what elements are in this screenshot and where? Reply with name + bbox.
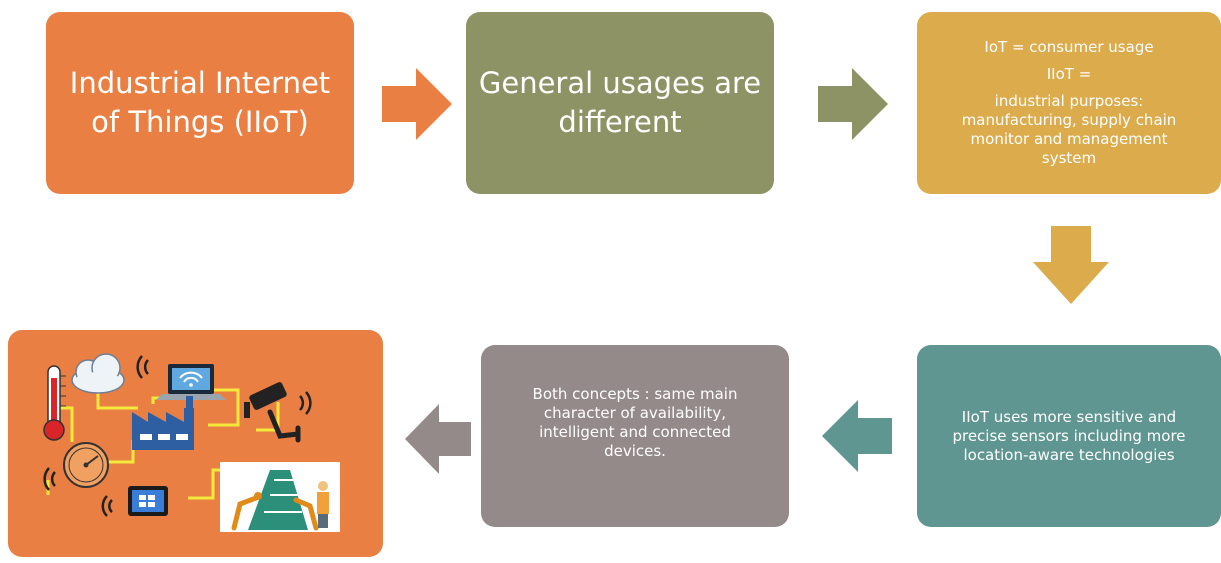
factory-icon xyxy=(132,396,194,450)
iiot-illustration xyxy=(43,353,340,532)
iiot-sensors-line-2: precise sensors including more xyxy=(952,426,1186,445)
arrow-left-2-icon xyxy=(405,404,471,474)
both-concepts-line-1: Both concepts : same main xyxy=(532,385,738,403)
iiot-title-box: Industrial Internet of Things (IIoT) xyxy=(46,12,354,194)
iiot-sensors-box: IIoT uses more sensitive and precise sen… xyxy=(917,345,1221,527)
iiot-title-line-2: of Things (IIoT) xyxy=(91,105,309,139)
both-concepts-line-3: intelligent and connected xyxy=(539,423,731,441)
arrow-right-1-icon xyxy=(382,68,452,140)
iiot-purpose-line-4: system xyxy=(1041,149,1097,167)
cloud-icon xyxy=(71,353,125,394)
iiot-purpose-line-2: manufacturing, supply chain xyxy=(961,111,1177,129)
robot-arm-icon xyxy=(267,409,301,443)
iiot-sensors-text: IIoT uses more sensitive and precise sen… xyxy=(930,408,1207,465)
tablet-icon xyxy=(128,486,168,516)
arrow-right-2-icon xyxy=(818,68,888,140)
iiot-sensors-line-1: IIoT uses more sensitive and xyxy=(961,407,1177,426)
iiot-sensors-line-3: location-aware technologies xyxy=(963,445,1175,464)
wifi-signal-icon xyxy=(43,355,312,517)
iiot-title-line-1: Industrial Internet xyxy=(69,66,331,100)
arrow-down-icon xyxy=(1033,226,1109,304)
iiot-purpose-line-1: industrial purposes: xyxy=(994,92,1144,110)
assembly-line-photo xyxy=(220,462,340,532)
both-concepts-line-4: devices. xyxy=(604,442,666,460)
both-concepts-line-2: character of availability, xyxy=(543,404,727,422)
security-camera-icon xyxy=(244,382,287,418)
general-usages-line-1: General usages are xyxy=(478,66,762,100)
iiot-purpose-line-3: monitor and management xyxy=(970,130,1168,148)
iiot-title-text: Industrial Internet of Things (IIoT) xyxy=(70,64,330,142)
both-concepts-box: Both concepts : same main character of a… xyxy=(481,345,789,527)
gauge-icon xyxy=(63,442,109,488)
iot-vs-iiot-text: IoT = consumer usage IIoT = industrial p… xyxy=(944,38,1195,168)
iiot-illustration-box xyxy=(8,330,383,557)
thermometer-icon xyxy=(43,365,66,441)
both-concepts-text: Both concepts : same main character of a… xyxy=(511,385,760,461)
iiot-equals-line: IIoT = xyxy=(1046,65,1092,83)
laptop-icon xyxy=(156,364,226,400)
general-usages-line-2: different xyxy=(558,105,682,139)
iot-vs-iiot-box: IoT = consumer usage IIoT = industrial p… xyxy=(917,12,1221,194)
iot-consumer-line: IoT = consumer usage xyxy=(984,38,1154,56)
general-usages-box: General usages are different xyxy=(466,12,774,194)
arrow-left-1-icon xyxy=(822,400,892,472)
general-usages-text: General usages are different xyxy=(479,64,761,142)
